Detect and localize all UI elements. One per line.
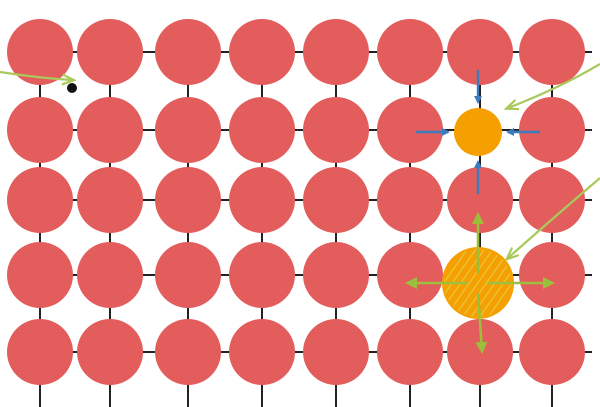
vacancy-defect [416,70,540,194]
lattice-atom [447,167,513,233]
pointer-arrow-top-left [0,70,72,80]
lattice-atom [155,19,221,85]
vacancy-atom [454,108,502,156]
lattice-atom [377,167,443,233]
lattice-atom [7,242,73,308]
lattice-atom [7,19,73,85]
lattice-atom [303,319,369,385]
pointer-arrows [0,63,600,258]
lattice-atoms [7,19,585,385]
lattice-atom [229,319,295,385]
lattice-atom [7,319,73,385]
lattice-atom [155,167,221,233]
lattice-atom [229,167,295,233]
lattice-atom [303,97,369,163]
lattice-atom [303,167,369,233]
interstitial-arrow [475,292,488,354]
lattice-atom [519,19,585,85]
lattice-atom [155,319,221,385]
lattice-atom [7,97,73,163]
lattice-atom [155,97,221,163]
lattice-atom [77,19,143,85]
lattice-atom [303,19,369,85]
lattice-atom [229,19,295,85]
lattice-atom [77,242,143,308]
lattice-atom [519,242,585,308]
interstitial-hatching [444,249,512,317]
lattice-atom [77,319,143,385]
marker-dot [67,83,77,93]
lattice-atom [377,97,443,163]
lattice-atom [377,19,443,85]
lattice-atom [519,167,585,233]
lattice-atom [229,242,295,308]
lattice-atom [229,97,295,163]
lattice-atom [303,242,369,308]
pointer-arrow-vacancy [508,63,600,108]
lattice-atom [377,319,443,385]
lattice-atom [447,19,513,85]
lattice-atom [519,97,585,163]
lattice-atom [377,242,443,308]
lattice-atom [7,167,73,233]
interstitial-defect [405,212,555,354]
lattice-atom [155,242,221,308]
pointer-arrow-interstitial [508,177,600,258]
lattice-atom [77,97,143,163]
lattice-atom [519,319,585,385]
lattice-atom [77,167,143,233]
